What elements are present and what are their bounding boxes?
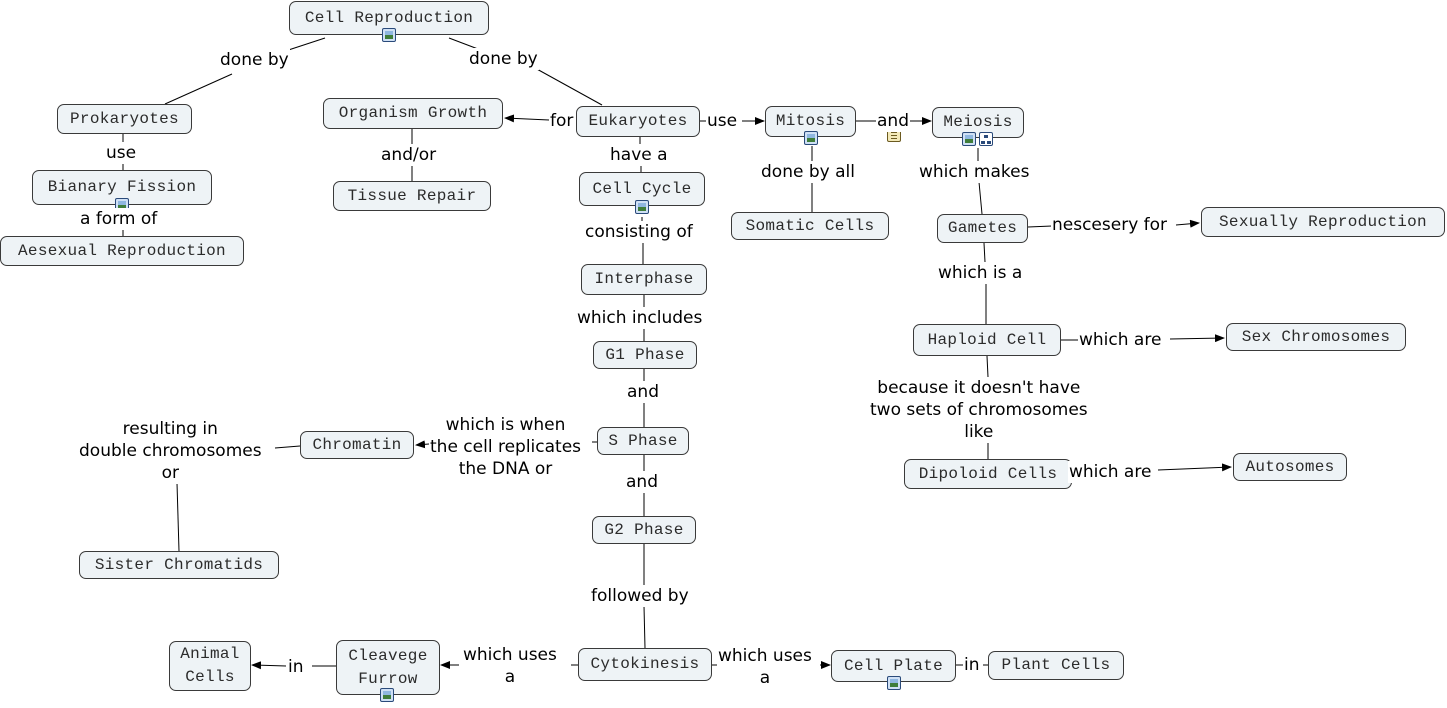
link-label[interactable]: which makes [918, 161, 1031, 183]
link-label[interactable]: and [625, 471, 659, 493]
concept-chromatin[interactable]: Chromatin [300, 431, 414, 459]
concept-aesexual-reproduction[interactable]: Aesexual Reproduction [0, 236, 244, 266]
link-arrow [415, 440, 430, 449]
image-icon[interactable] [804, 131, 818, 145]
link-label[interactable]: done by [468, 48, 539, 70]
link-line [1027, 225, 1053, 228]
link-label[interactable]: a form of [79, 208, 159, 230]
link-label[interactable]: followed by [590, 585, 690, 607]
sub-map-icon[interactable] [979, 132, 993, 146]
concept-sex-chromosomes[interactable]: Sex Chromosomes [1226, 323, 1406, 351]
link-label[interactable]: consisting of [584, 221, 694, 243]
link-arrow [1157, 463, 1232, 472]
concept-eukaryotes[interactable]: Eukaryotes [576, 106, 700, 137]
link-label[interactable]: resulting in double chromosomes or [78, 418, 263, 484]
link-label[interactable]: have a [609, 144, 669, 166]
concept-cell-cycle[interactable]: Cell Cycle [579, 172, 705, 206]
link-line [164, 73, 233, 105]
concept-cell-reproduction[interactable]: Cell Reproduction [289, 1, 489, 35]
concept-g2-phase[interactable]: G2 Phase [592, 516, 696, 544]
link-arrow [251, 661, 287, 670]
image-icon[interactable] [635, 200, 649, 214]
link-label[interactable]: which is when the cell replicates the DN… [429, 414, 583, 480]
image-icon[interactable] [887, 676, 901, 690]
link-label[interactable]: nescesery for [1051, 214, 1169, 236]
concept-cytokinesis[interactable]: Cytokinesis [578, 648, 712, 681]
concept-somatic-cells[interactable]: Somatic Cells [731, 212, 889, 240]
link-line [448, 37, 479, 50]
link-arrow [1169, 334, 1225, 343]
concept-interphase[interactable]: Interphase [581, 264, 707, 295]
concept-organism-growth[interactable]: Organism Growth [323, 98, 503, 129]
link-label[interactable]: which are [1068, 461, 1153, 483]
concept-animal-cells[interactable]: Animal Cells [169, 641, 251, 691]
concept-sister-chromatids[interactable]: Sister Chromatids [79, 551, 279, 579]
concept-sexually-reproduction[interactable]: Sexually Reproduction [1201, 207, 1445, 237]
link-label[interactable]: because it doesn't have two sets of chro… [869, 377, 1089, 443]
concept-s-phase[interactable]: S Phase [597, 427, 689, 455]
link-label[interactable]: in [287, 656, 305, 678]
link-line [978, 181, 983, 215]
concept-prokaryotes[interactable]: Prokaryotes [57, 104, 192, 134]
link-label[interactable]: done by [219, 49, 290, 71]
link-label[interactable]: use [105, 142, 138, 164]
concept-meiosis[interactable]: Meiosis [932, 107, 1024, 138]
link-label[interactable]: which is a [937, 262, 1024, 284]
link-line [274, 445, 301, 449]
concept-haploid-cell[interactable]: Haploid Cell [913, 324, 1061, 356]
link-label[interactable]: which uses a [462, 644, 558, 688]
concept-dipoloid-cells[interactable]: Dipoloid Cells [904, 459, 1072, 489]
link-line [983, 242, 986, 263]
link-label[interactable]: which includes [576, 307, 704, 329]
link-line [643, 605, 646, 649]
link-label[interactable]: and/or [380, 144, 438, 166]
link-arrow [1175, 219, 1200, 228]
concept-autosomes[interactable]: Autosomes [1233, 453, 1347, 481]
link-label[interactable]: which are [1078, 329, 1163, 351]
image-icon[interactable] [962, 132, 976, 146]
link-arrow [504, 114, 550, 123]
concept-gametes[interactable]: Gametes [937, 214, 1028, 243]
image-icon[interactable] [382, 28, 396, 42]
image-icon[interactable] [380, 688, 394, 702]
link-label[interactable]: use [706, 110, 739, 132]
concept-tissue-repair[interactable]: Tissue Repair [333, 181, 491, 211]
concept-plant-cells[interactable]: Plant Cells [988, 651, 1124, 680]
concept-cleavege-furrow[interactable]: Cleavege Furrow [336, 640, 440, 695]
link-label[interactable]: done by all [760, 161, 856, 183]
link-line [534, 67, 603, 106]
link-label[interactable]: and [876, 110, 910, 132]
link-label[interactable]: and [626, 381, 660, 403]
link-label[interactable]: which uses a [717, 645, 813, 689]
link-line [176, 482, 180, 552]
link-label[interactable]: for [549, 110, 575, 132]
link-label[interactable]: in [963, 654, 981, 676]
concept-g1-phase[interactable]: G1 Phase [593, 341, 697, 369]
link-line [986, 355, 989, 378]
